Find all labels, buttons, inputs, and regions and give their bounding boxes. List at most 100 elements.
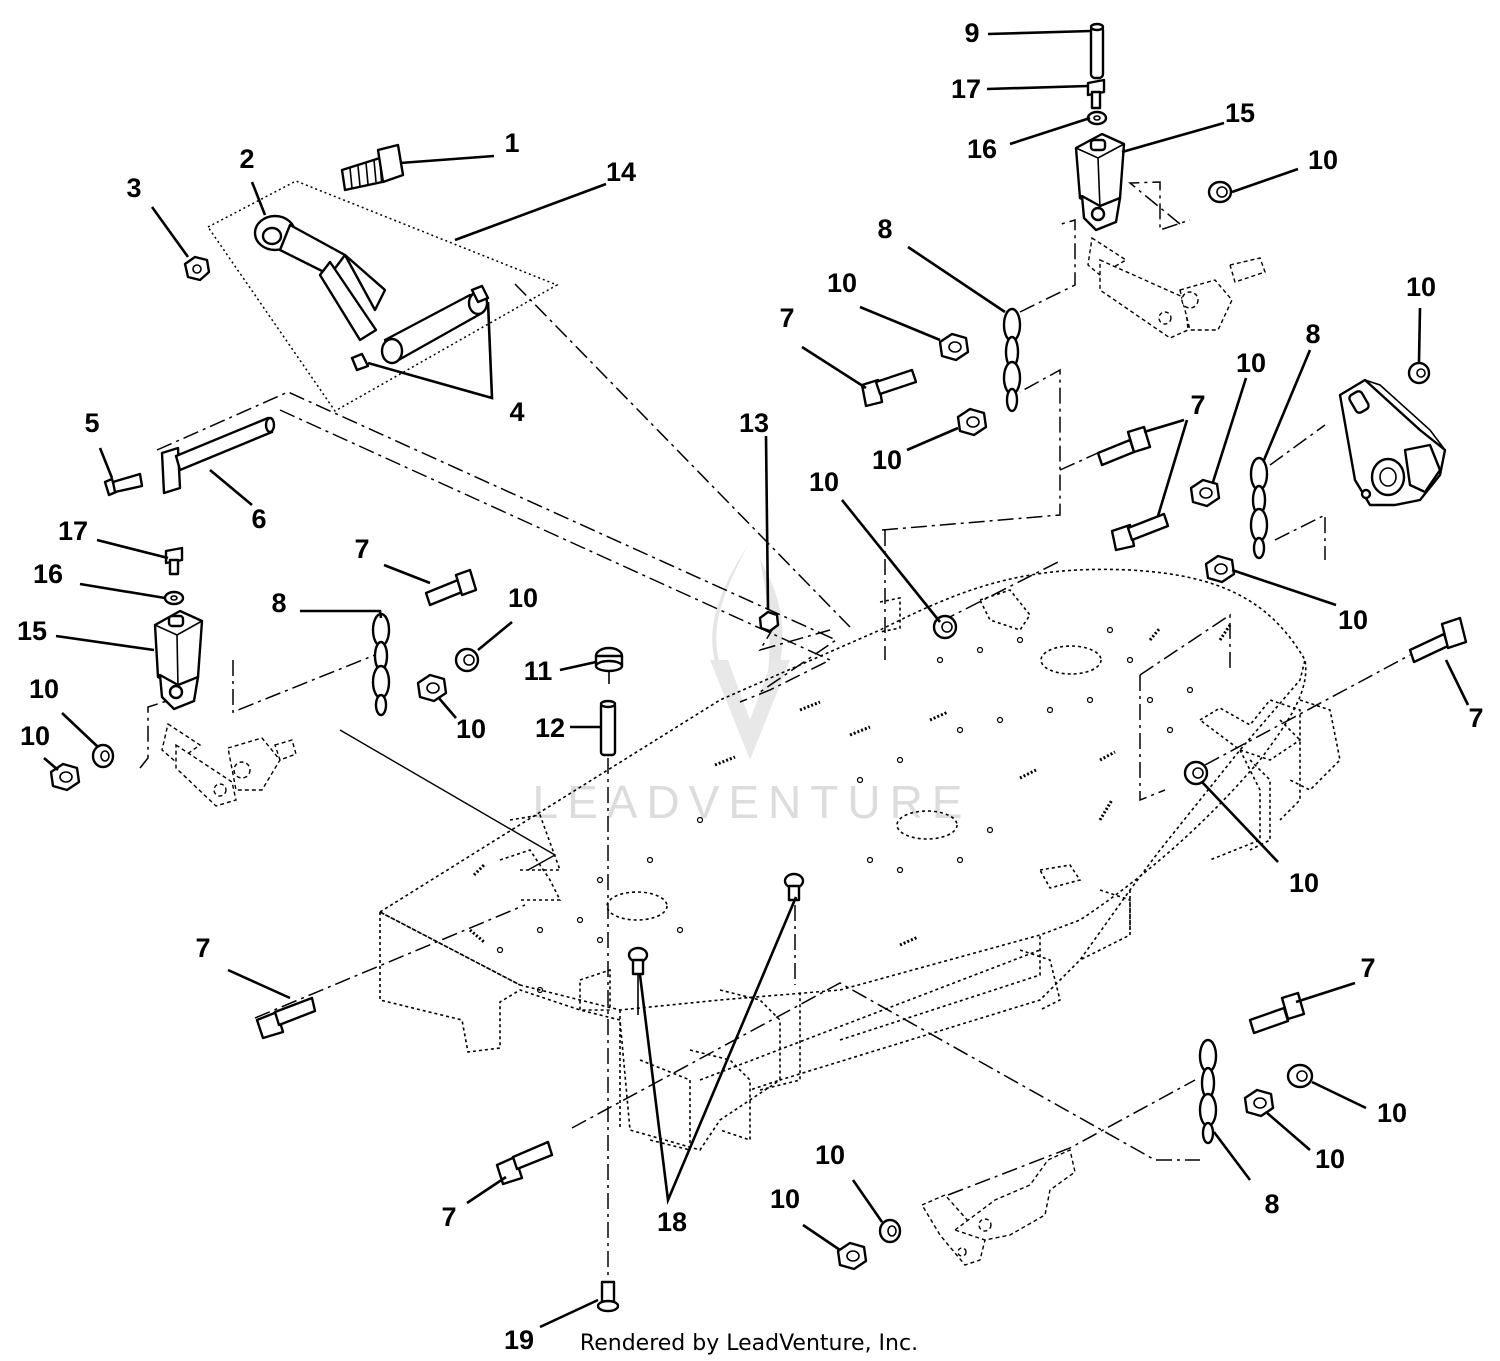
callout-18: 18	[657, 1207, 687, 1237]
knob-11	[594, 646, 624, 684]
callout-11: 11	[524, 656, 553, 686]
washer-10	[1286, 1063, 1314, 1089]
flange-nut-10	[416, 673, 448, 703]
bushing-4	[350, 284, 490, 372]
callout-10-n: 10	[1315, 1144, 1345, 1174]
callout-10-h: 10	[29, 674, 59, 704]
bolt-7-far-right	[1408, 616, 1468, 664]
callout-10-m: 10	[1377, 1098, 1407, 1128]
washer-10	[91, 743, 115, 769]
callout-10-c: 10	[872, 445, 902, 475]
callout-7-b: 7	[1190, 390, 1205, 420]
mount-plate-right	[1338, 378, 1447, 507]
flange-nut-10	[956, 407, 988, 437]
bolt-7-upper-right	[860, 368, 918, 408]
callout-12: 12	[535, 713, 565, 743]
callout-7-c: 7	[1468, 703, 1483, 733]
flange-nut-10	[49, 762, 81, 792]
callout-17-left: 17	[58, 516, 88, 546]
callout-10-i: 10	[20, 721, 50, 751]
watermark-text: LEADVENTURE	[533, 776, 972, 828]
chain-8-right	[1249, 456, 1269, 560]
screw-17-top	[1086, 78, 1106, 110]
callout-10-k: 10	[456, 714, 486, 744]
callout-8-left: 8	[271, 588, 286, 618]
callout-4: 4	[509, 397, 524, 427]
callout-10-j: 10	[508, 583, 538, 613]
callout-8-bottom: 8	[1264, 1189, 1279, 1219]
nut-13	[758, 610, 780, 633]
mower-deck	[378, 568, 1341, 1152]
flange-nut-10	[1204, 554, 1236, 584]
callout-16-left: 16	[33, 559, 63, 589]
callout-19: 19	[504, 1325, 534, 1355]
lift-arm-assembly-outline	[206, 180, 559, 412]
callout-17-top: 17	[951, 74, 981, 104]
lift-arm-2	[253, 214, 489, 365]
bolt-7-bottom-right	[1248, 991, 1306, 1035]
callout-10-l: 10	[1289, 868, 1319, 898]
bolt-7-right-lower	[1110, 512, 1170, 552]
chain-8-left	[371, 612, 391, 717]
callout-6: 6	[251, 504, 266, 534]
screw-5	[103, 472, 144, 497]
callout-10-e: 10	[1406, 272, 1436, 302]
screw-19	[596, 1280, 620, 1313]
bolt-1	[340, 143, 405, 192]
callout-7-d: 7	[354, 534, 369, 564]
bracket-15-left	[153, 609, 204, 711]
callout-7-a: 7	[779, 303, 794, 333]
flange-nut-10	[1243, 1088, 1275, 1118]
callout-10-b: 10	[827, 268, 857, 298]
chain-8-bottom	[1198, 1038, 1218, 1145]
washer-10	[1207, 180, 1233, 204]
callout-9: 9	[964, 18, 979, 48]
flange-nut-10	[836, 1241, 868, 1271]
credit-text: Rendered by LeadVenture, Inc.	[580, 1331, 918, 1356]
callout-5: 5	[84, 408, 99, 438]
callout-8-upper: 8	[877, 214, 892, 244]
washer-10	[454, 647, 480, 673]
bolt-7-left	[424, 568, 478, 607]
callout-10-p: 10	[770, 1184, 800, 1214]
callout-15-left: 15	[17, 616, 47, 646]
assembly-lines	[139, 180, 1411, 1280]
callout-10-d: 10	[1236, 348, 1266, 378]
callout-7-e: 7	[195, 933, 210, 963]
washer-10	[1407, 361, 1431, 385]
bolt-7-bottom-left	[255, 996, 317, 1040]
leader-lines	[43, 29, 1470, 1329]
callout-7-f: 7	[1360, 953, 1375, 983]
washer-16-top	[1086, 110, 1108, 126]
callout-10-g: 10	[1338, 605, 1368, 635]
screw-17-left	[164, 546, 184, 576]
flange-nut-10	[1189, 478, 1221, 508]
carriage-screw-18	[783, 872, 805, 902]
flange-nut-10	[938, 332, 970, 362]
chain-8-upper	[1002, 307, 1022, 413]
spacer-12	[599, 699, 617, 757]
callout-10-f: 10	[809, 467, 839, 497]
callout-2: 2	[239, 144, 254, 174]
callout-13: 13	[739, 408, 769, 438]
callout-3: 3	[126, 173, 141, 203]
lift-link-left-hidden	[161, 722, 297, 807]
lift-link-top-hidden	[1087, 236, 1266, 339]
pin-9	[1089, 22, 1105, 80]
pin-6	[160, 416, 276, 495]
washer-10	[878, 1218, 902, 1244]
washer-16-left	[163, 590, 185, 606]
callout-7-g: 7	[441, 1202, 456, 1232]
watermark: LEADVENTURE	[533, 545, 972, 828]
bracket-15-top	[1074, 132, 1126, 232]
callout-15-top: 15	[1225, 98, 1255, 128]
callout-10-o: 10	[815, 1140, 845, 1170]
callout-16-top: 16	[967, 134, 997, 164]
callout-1: 1	[504, 128, 519, 158]
callout-8-right: 8	[1305, 319, 1320, 349]
carriage-screw-18	[627, 946, 649, 1015]
bolt-7-right-upper	[1096, 425, 1152, 467]
callout-labels: 1 2 3 14 4 5 6 9 17 16 15 10 8 10 7 10 7…	[17, 18, 1484, 1355]
mount-plate-bottom-hidden	[920, 1149, 1076, 1266]
